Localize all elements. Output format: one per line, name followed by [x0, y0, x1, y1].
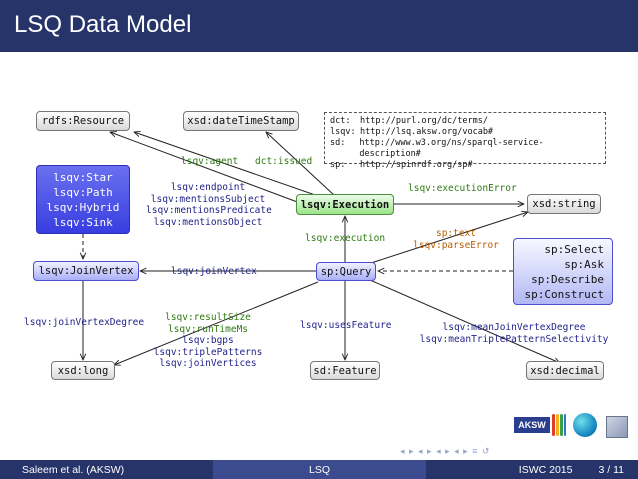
beamer-navigation-icons[interactable]: ◂ ▸ ◂ ▸ ◂ ▸ ◂ ▸ ≡ ↺ — [400, 446, 491, 456]
footer-right: ISWC 2015 3 / 11 — [426, 460, 638, 479]
label-line: lsqv:parseError — [413, 239, 499, 251]
label-line: lsqv:bgps — [182, 335, 234, 346]
label-line: lsqv:meanJoinVertexDegree — [442, 322, 586, 333]
leipzig-logo — [606, 416, 628, 438]
prefix-row: lsqv: http://lsq.aksw.org/vocab# — [330, 127, 600, 138]
label-mean-degree: lsqv:meanJoinVertexDegree lsqv:meanTripl… — [412, 322, 616, 345]
slide-title: LSQ Data Model — [14, 11, 192, 38]
edge-text — [367, 212, 528, 265]
prefix-key: sd: — [330, 138, 346, 148]
label-execution: lsqv:execution — [305, 233, 386, 244]
vertex-type-sink: lsqv:Sink — [53, 215, 113, 229]
aksw-logo: AKSW — [514, 413, 566, 437]
title-bar: LSQ Data Model — [0, 0, 638, 52]
vertex-type-hybrid: lsqv:Hybrid — [46, 200, 120, 214]
query-type-describe: sp:Describe — [531, 272, 604, 286]
aksw-logo-text: AKSW — [514, 417, 550, 433]
node-join-vertex: lsqv:JoinVertex — [33, 261, 139, 281]
prefix-uri: http://lsq.aksw.org/vocab# — [360, 127, 494, 137]
label-issued: dct:issued — [255, 156, 313, 167]
label-line: lsqv:mentionsSubject — [150, 193, 266, 205]
edge-mean-degree — [369, 279, 560, 363]
edge-result-size — [114, 281, 319, 365]
label-execution-error: lsqv:executionError — [408, 183, 517, 194]
prefix-uri: http://purl.org/dc/terms/ — [360, 116, 488, 126]
globe-logo — [573, 413, 597, 437]
prefix-row: sp: http://spinrdf.org/sp# — [330, 160, 600, 171]
label-line: lsqv:mentionsObject — [153, 216, 263, 228]
footer-author: Saleem et al. (AKSW) — [0, 460, 213, 479]
label-join-vertex: lsqv:joinVertex — [171, 266, 257, 277]
prefix-key: sp: — [330, 160, 346, 170]
label-line: lsqv:resultSize — [165, 312, 251, 323]
label-line: lsqv:endpoint — [170, 182, 246, 193]
label-text-parse: sp:text lsqv:parseError — [408, 228, 504, 251]
prefix-legend: dct:http://purl.org/dc/terms/ lsqv:http:… — [324, 112, 606, 170]
label-line: lsqv:runTimeMs — [167, 323, 249, 335]
label-join-vertex-degree: lsqv:joinVertexDegree — [24, 317, 145, 328]
footer-venue: ISWC 2015 — [518, 463, 573, 476]
label-line: lsqv:triplePatterns — [153, 346, 263, 358]
node-vertex-types: lsqv:Star lsqv:Path lsqv:Hybrid lsqv:Sin… — [36, 165, 130, 234]
vertex-type-star: lsqv:Star — [53, 170, 113, 184]
diagram-edges — [0, 52, 638, 460]
query-type-ask: sp:Ask — [564, 257, 604, 271]
prefix-row: dct: http://purl.org/dc/terms/ — [330, 116, 600, 127]
node-rdfs-resource: rdfs:Resource — [36, 111, 130, 131]
label-agent: lsqv:agent — [181, 156, 239, 167]
label-line: lsqv:mentionsPredicate — [146, 205, 272, 216]
query-type-select: sp:Select — [544, 242, 604, 256]
footer: Saleem et al. (AKSW) LSQ ISWC 2015 3 / 1… — [0, 460, 638, 479]
prefix-key: lsqv: — [330, 127, 356, 137]
prefix-key: dct: — [330, 116, 351, 126]
label-endpoint-mentions: lsqv:endpoint lsqv:mentionsSubject lsqv:… — [146, 182, 272, 228]
label-line: lsqv:meanTriplePatternSelectivity — [419, 333, 609, 345]
node-xsd-decimal: xsd:decimal — [526, 361, 604, 380]
label-line: sp:text — [435, 228, 477, 239]
node-xsd-datetimestamp: xsd:dateTimeStamp — [183, 111, 299, 131]
prefix-row: sd: http://www.w3.org/ns/sparql-service-d… — [330, 138, 600, 160]
vertex-type-path: lsqv:Path — [53, 185, 113, 199]
label-line: lsqv:joinVertices — [159, 358, 257, 369]
query-type-construct: sp:Construct — [524, 287, 604, 301]
label-uses-feature: lsqv:usesFeature — [300, 320, 392, 331]
label-query-stats: lsqv:resultSize lsqv:runTimeMs lsqv:bgps… — [146, 312, 270, 370]
footer-short-title: LSQ — [213, 460, 426, 479]
edge-agent — [134, 132, 319, 197]
edge-issued — [266, 132, 336, 197]
node-sd-feature: sd:Feature — [310, 361, 380, 380]
footer-page: 3 / 11 — [598, 463, 625, 476]
node-xsd-string: xsd:string — [527, 194, 601, 214]
node-execution: lsqv:Execution — [296, 194, 394, 215]
prefix-uri: http://spinrdf.org/sp# — [360, 160, 473, 170]
node-xsd-long: xsd:long — [51, 361, 115, 380]
node-query-types: sp:Select sp:Ask sp:Describe sp:Construc… — [513, 238, 613, 305]
node-query: sp:Query — [316, 262, 376, 281]
edge-endpoint — [110, 132, 301, 204]
prefix-uri: http://www.w3.org/ns/sparql-service-desc… — [359, 138, 544, 159]
